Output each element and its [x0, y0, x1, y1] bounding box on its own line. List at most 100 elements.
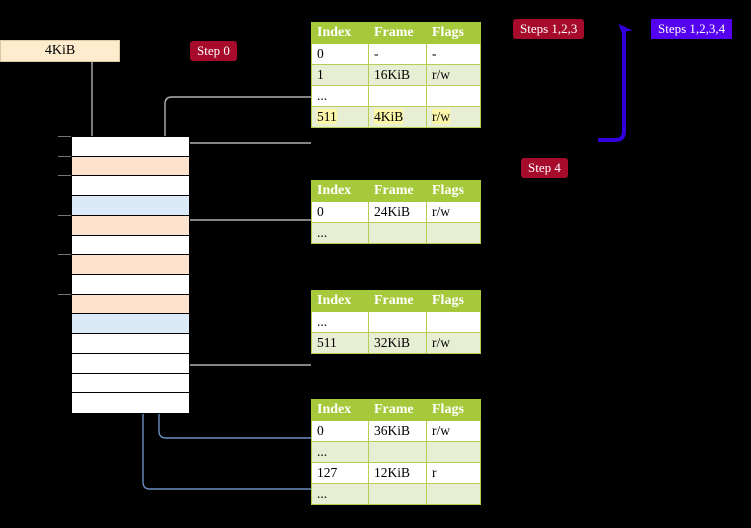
- table-cell-flags: r/w: [426, 201, 481, 223]
- cell-value: r: [432, 465, 437, 480]
- memory-tick-0: [58, 136, 71, 137]
- column-header-frame: Frame: [368, 290, 427, 312]
- memory-tick-2: [58, 175, 71, 177]
- memory-tick-8: [58, 293, 71, 295]
- memory-block-0: [72, 137, 189, 157]
- table-row: 511 4KiB r/w: [311, 106, 481, 128]
- column-header-index: Index: [311, 290, 369, 312]
- table-cell-index: 127: [311, 462, 369, 484]
- cell-value: 16KiB: [374, 67, 411, 82]
- table-row: 511 32KiB r/w: [311, 332, 481, 354]
- cell-value: 511: [317, 109, 337, 124]
- cell-value: 511: [317, 335, 337, 350]
- cell-value: r/w: [432, 67, 450, 82]
- column-header-frame: Frame: [368, 22, 427, 44]
- table-cell-frame: 4KiB: [368, 106, 427, 128]
- cell-value: ...: [317, 314, 328, 329]
- table-cell-frame: [368, 85, 427, 107]
- table-cell-frame: 16KiB: [368, 64, 427, 86]
- cell-value: 127: [317, 465, 338, 480]
- table-cell-index: 0: [311, 201, 369, 223]
- badge-step-0: Step 0: [190, 41, 237, 61]
- memory-block-3: [72, 196, 189, 216]
- memory-tick-6: [58, 254, 71, 256]
- cell-value: -: [432, 46, 437, 61]
- table-cell-index: ...: [311, 483, 369, 505]
- cell-value: 36KiB: [374, 423, 411, 438]
- table-cell-index: ...: [311, 222, 369, 244]
- cell-value: 4KiB: [374, 109, 404, 124]
- table-cell-flags: [426, 483, 481, 505]
- cell-value: r/w: [432, 204, 450, 219]
- column-header-frame: Frame: [368, 399, 427, 421]
- physical-memory-column: [71, 136, 190, 414]
- table-cell-flags: [426, 441, 481, 463]
- memory-block-4: [72, 215, 189, 236]
- source-size-label: 4KiB: [44, 43, 76, 58]
- cell-value: 0: [317, 423, 324, 438]
- table-cell-flags: [426, 311, 481, 333]
- badge-steps-1-2-3-4: Steps 1,2,3,4: [651, 19, 733, 39]
- table-cell-flags: r: [426, 462, 481, 484]
- memory-block-1: [72, 156, 189, 177]
- table-cell-index: 0: [311, 420, 369, 442]
- wire-t1r0-to-mem: [178, 219, 311, 259]
- memory-block-2: [72, 176, 189, 197]
- table-row: 127 12KiB r: [311, 462, 481, 484]
- table-cell-frame: 12KiB: [368, 462, 427, 484]
- column-header-flags: Flags: [426, 22, 481, 44]
- wire-t2r511-to-mem: [172, 301, 311, 366]
- badge-step-4: Step 4: [521, 158, 568, 178]
- cell-value: ...: [317, 88, 328, 103]
- table-cell-frame: [368, 441, 427, 463]
- memory-block-9: [72, 314, 189, 335]
- table-cell-index: 511: [311, 106, 369, 128]
- cell-value: r/w: [432, 109, 450, 124]
- column-header-index: Index: [311, 22, 369, 44]
- steps-bracket: [598, 30, 626, 142]
- memory-block-6: [72, 255, 189, 275]
- cell-value: 12KiB: [374, 465, 411, 480]
- steps-bracket-arrowhead: [618, 24, 633, 39]
- memory-tick-4: [58, 214, 71, 216]
- cell-value: 0: [317, 46, 324, 61]
- memory-block-13: [72, 393, 189, 413]
- table-row: ...: [311, 311, 481, 333]
- memory-block-10: [72, 334, 189, 354]
- table-cell-flags: [426, 85, 481, 107]
- table-row: 0--: [311, 43, 481, 65]
- table-cell-frame: 24KiB: [368, 201, 427, 223]
- table-row: 1 16KiB r/w: [311, 64, 481, 86]
- table-row: ...: [311, 483, 481, 505]
- column-header-flags: Flags: [426, 290, 481, 312]
- column-header-flags: Flags: [426, 399, 481, 421]
- table-cell-frame: [368, 483, 427, 505]
- column-header-index: Index: [311, 399, 369, 421]
- cell-value: 1: [317, 67, 324, 82]
- badge-steps-1-2-3: Steps 1,2,3: [513, 19, 585, 39]
- table-cell-index: 1: [311, 64, 369, 86]
- table-cell-index: 0: [311, 43, 369, 65]
- cell-value: ...: [317, 444, 328, 459]
- table-cell-flags: r/w: [426, 64, 481, 86]
- table-cell-frame: [368, 222, 427, 244]
- table-cell-flags: -: [426, 43, 481, 65]
- table-row: 0 36KiB r/w: [311, 420, 481, 442]
- table-cell-flags: r/w: [426, 420, 481, 442]
- table-cell-flags: [426, 222, 481, 244]
- table-row: ...: [311, 222, 481, 244]
- cell-value: 32KiB: [374, 335, 411, 350]
- memory-block-11: [72, 353, 189, 374]
- table-cell-frame: [368, 311, 427, 333]
- table-cell-frame: 36KiB: [368, 420, 427, 442]
- cell-value: 0: [317, 204, 324, 219]
- table-row: ...: [311, 85, 481, 107]
- cell-value: r/w: [432, 335, 450, 350]
- cell-value: ...: [317, 225, 328, 240]
